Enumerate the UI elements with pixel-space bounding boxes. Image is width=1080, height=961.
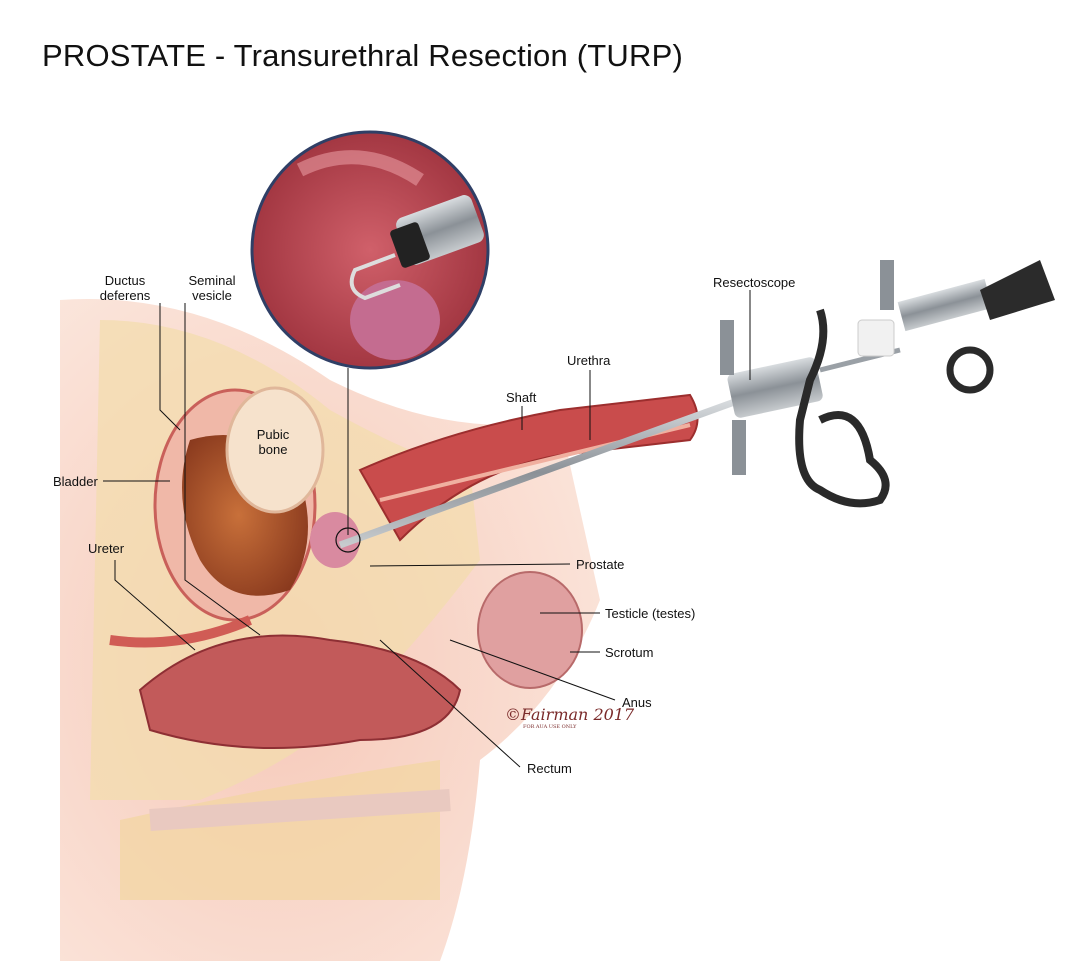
label-bladder: Bladder [53,474,98,489]
page-title: PROSTATE - Transurethral Resection (TURP… [42,38,683,73]
label-testicle: Testicle (testes) [605,606,696,621]
label-pubic-bone: Pubic bone [256,427,290,457]
label-seminal-vesicle: Seminal vesicle [188,273,236,303]
leader-lines [103,290,751,768]
label-resectoscope: Resectoscope [713,275,796,290]
label-scrotum: Scrotum [605,645,654,660]
label-ureter: Ureter [88,541,125,556]
label-ductus-deferens: Ductus deferens [99,273,151,303]
label-rectum: Rectum [527,761,572,776]
magnified-inset [250,130,490,553]
label-urethra: Urethra [567,353,611,368]
resectoscope-instrument [338,260,1055,549]
label-prostate: Prostate [576,557,625,572]
label-anus: Anus [622,695,652,710]
label-shaft: Shaft [506,390,537,405]
